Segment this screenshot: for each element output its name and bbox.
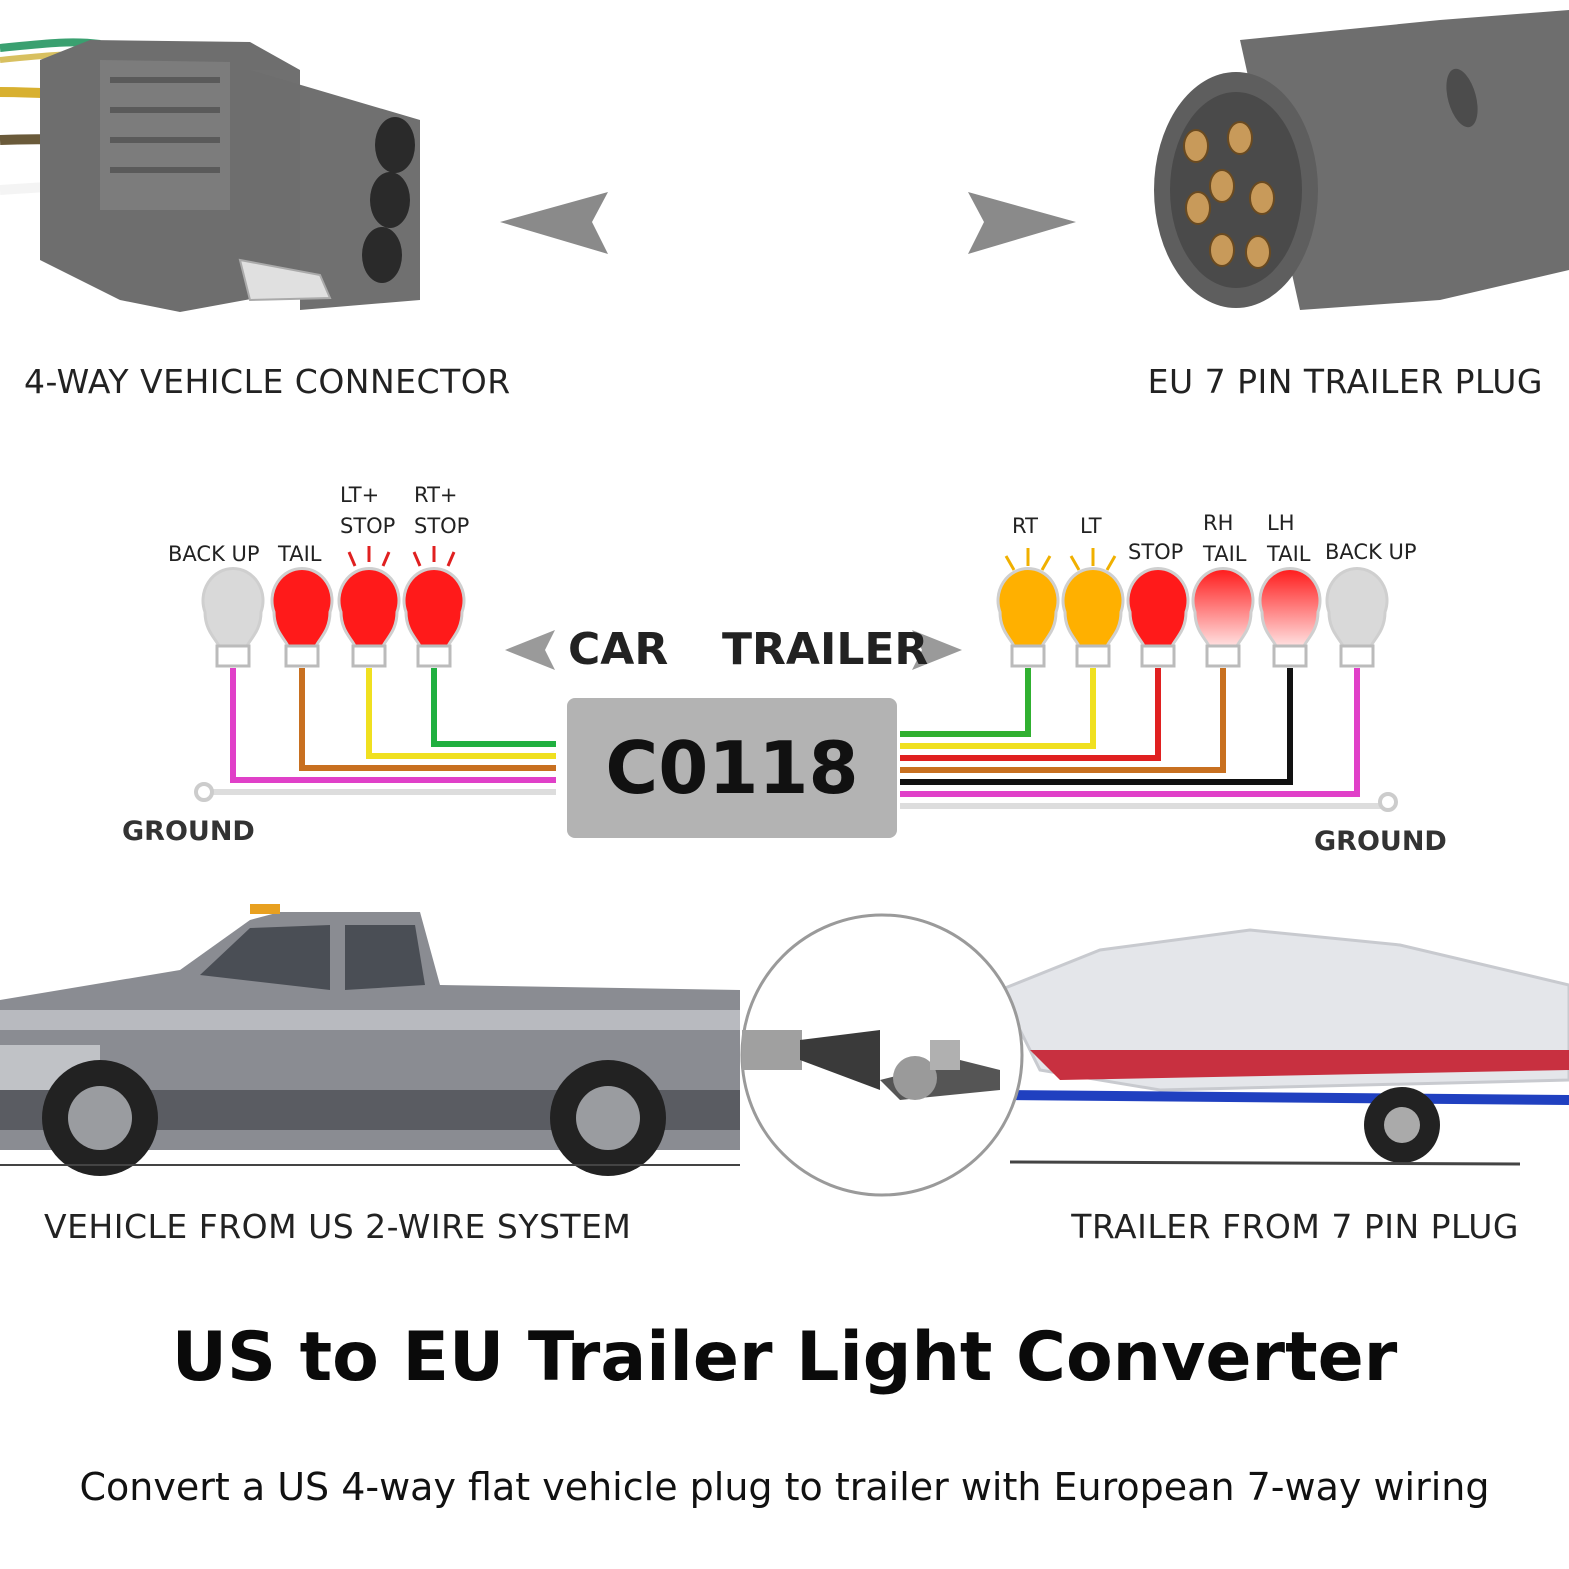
trailer-wires (900, 668, 1385, 809)
bulb-lt (1061, 548, 1125, 668)
module-model-number: C0118 (605, 726, 859, 810)
car-arrow-icon (505, 630, 555, 670)
car-label: CAR (568, 624, 669, 675)
arrow-right-icon (968, 192, 1076, 254)
page-subtitle: Convert a US 4-way flat vehicle plug to … (79, 1465, 1490, 1509)
bulb-lh-tail (1258, 567, 1322, 668)
trailer-label: TRAILER (722, 624, 929, 675)
car-bulbs (201, 546, 466, 668)
trailer-plug-caption: EU 7 PIN TRAILER PLUG (1147, 362, 1543, 401)
ground-label-left: GROUND (122, 816, 255, 847)
boat-trailer-image (997, 928, 1569, 1166)
bulb-rt-stop (402, 546, 466, 668)
ground-label-right: GROUND (1314, 826, 1447, 857)
ground-terminal-right (1378, 792, 1398, 812)
vehicle-connector-caption: 4-WAY VEHICLE CONNECTOR (24, 362, 511, 401)
bulb-trailer-back-up (1325, 567, 1389, 668)
bulb-tail (270, 567, 334, 668)
bulb-rh-tail (1191, 567, 1255, 668)
label-lt-stop: LT+ STOP (340, 483, 396, 538)
label-trailer-back-up: BACK UP (1325, 540, 1417, 564)
converter-module (567, 698, 897, 838)
trailer-bulbs (996, 548, 1389, 668)
trailer-arrow-icon (912, 630, 962, 670)
label-lt: LT (1080, 514, 1102, 538)
bulb-back-up (201, 567, 265, 668)
eu-7-pin-plug-image (1154, 10, 1569, 310)
bulb-stop (1126, 567, 1190, 668)
label-rt: RT (1012, 514, 1038, 538)
pickup-truck-image (0, 904, 740, 1176)
label-rt-stop: RT+ STOP (414, 483, 470, 538)
bulb-rt (996, 548, 1060, 668)
label-tail: TAIL (278, 542, 321, 566)
bulb-lt-stop (337, 546, 401, 668)
hitch-detail-inset (740, 913, 1024, 1197)
label-lh-tail: LH TAIL (1267, 511, 1311, 566)
trailer-system-caption: TRAILER FROM 7 PIN PLUG (1071, 1207, 1519, 1246)
label-back-up: BACK UP (168, 542, 260, 566)
ground-terminal-left (194, 782, 214, 802)
label-tail-text: TAIL (278, 542, 322, 566)
label-back-up-text: BACK UP (168, 542, 260, 566)
four-way-connector-image (0, 38, 420, 312)
car-wires (205, 668, 556, 795)
vehicle-system-caption: VEHICLE FROM US 2-WIRE SYSTEM (44, 1207, 632, 1246)
label-stop: STOP (1128, 540, 1184, 564)
page-title: US to EU Trailer Light Converter (171, 1318, 1398, 1397)
label-rh-tail: RH TAIL (1203, 511, 1247, 566)
arrow-left-icon (500, 192, 608, 254)
